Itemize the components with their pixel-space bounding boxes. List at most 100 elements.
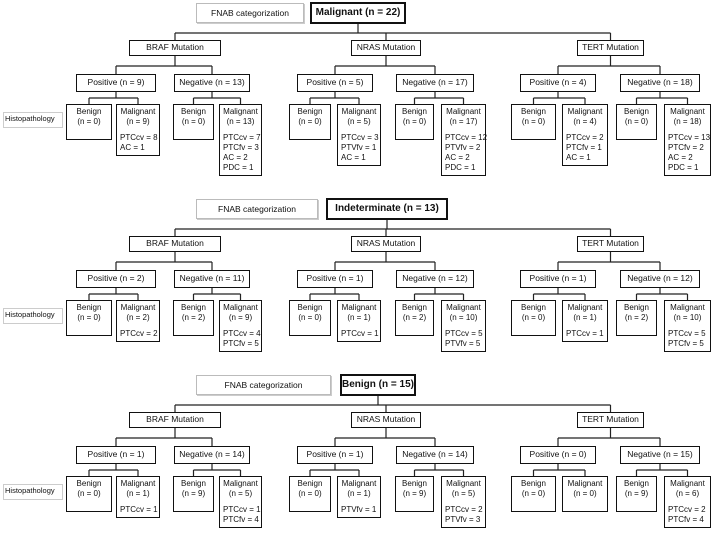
outcome-header-line: (n = 1) [347,489,371,498]
benign-outcome-box: Benign(n = 2) [616,300,657,336]
histotype-count: PTCcv = 8 [120,133,158,142]
outcome-header-line: Benign [181,107,206,116]
positive-group-box: Positive (n = 5) [297,74,373,92]
histopathology-label-frame [3,308,63,324]
outcome-header-line: Malignant [120,303,156,312]
fnab-result-box: Benign (n = 15) [340,374,416,396]
outcome-header-line: Malignant [341,479,377,488]
histopathology-label-frame [3,484,63,500]
outcome-header-line: Malignant [223,303,258,312]
benign-outcome-box: Benign(n = 0) [66,476,112,512]
histotype-count: PTCcv = 1 [341,329,379,338]
histotype-count: PTCcv = 12 [445,133,488,142]
outcome-header-line: Benign [297,303,323,312]
negative-group-box: Negative (n = 18) [620,74,700,92]
fnab-categorization-label: FNAB categorization [196,3,304,23]
positive-group-box: Positive (n = 4) [520,74,596,92]
outcome-header-line: Benign [521,303,546,312]
histotype-count: PTCcv = 4 [223,329,261,338]
mutation-box-braf: BRAF Mutation [129,40,221,56]
outcome-header-line: (n = 0) [298,489,322,498]
outcome-header-line: Benign [624,303,649,312]
outcome-header-line: (n = 17) [449,117,478,126]
outcome-header-line: Malignant [670,303,705,312]
outcome-header-line: Benign [181,479,206,488]
benign-outcome-box: Benign(n = 0) [511,104,556,140]
histotype-count: PTCcv = 2 [445,505,483,514]
positive-group-box: Positive (n = 1) [76,446,156,464]
outcome-header-line: Malignant [446,107,481,116]
histotype-count: PTCcv = 5 [668,329,706,338]
outcome-header-line: Benign [76,303,102,312]
outcome-header-line: Malignant [341,303,377,312]
benign-outcome-box: Benign(n = 2) [173,300,214,336]
mutation-box-nras: NRAS Mutation [351,412,421,428]
negative-group-box: Negative (n = 11) [174,270,250,288]
benign-outcome-box: Benign(n = 0) [289,104,331,140]
histotype-count: PTCfv = 5 [223,339,259,348]
histotype-count: PTCcv = 5 [445,329,483,338]
histotype-count: AC = 1 [120,143,145,152]
histotype-count: PTVfv = 5 [445,339,481,348]
malignant-outcome-box: Malignant(n = 2)PTCcv = 2 [116,300,160,342]
outcome-header-line: Malignant [670,479,705,488]
histotype-count: PTCfv = 2 [668,143,704,152]
histotype-count: PTCcv = 7 [223,133,261,142]
positive-group-box: Positive (n = 1) [297,446,373,464]
malignant-outcome-box: Malignant(n = 1)PTCcv = 1 [562,300,608,342]
outcome-header-line: Malignant [567,479,603,488]
histotype-count: PTCfv = 4 [223,515,259,524]
positive-group-box: Positive (n = 9) [76,74,156,92]
benign-outcome-box: Benign(n = 0) [173,104,214,140]
outcome-header-line: (n = 0) [77,313,101,322]
benign-outcome-box: Benign(n = 9) [395,476,434,512]
histotype-count: PTCcv = 1 [566,329,604,338]
outcome-header-line: (n = 2) [181,313,206,322]
outcome-header-line: (n = 4) [573,117,597,126]
positive-group-box: Positive (n = 1) [297,270,373,288]
outcome-header-line: (n = 10) [673,313,702,322]
histotype-count: AC = 1 [566,153,591,162]
histopathology-label: Histopathology [5,310,55,319]
outcome-header-line: Malignant [567,303,603,312]
outcome-header-line: (n = 9) [181,489,206,498]
outcome-header-line: (n = 9) [228,313,253,322]
benign-outcome-box: Benign(n = 0) [66,300,112,336]
outcome-header-line: Benign [402,303,427,312]
outcome-header-line: Benign [76,107,102,116]
histotype-count: PTCcv = 2 [120,329,158,338]
outcome-header-line: Benign [402,107,427,116]
outcome-header-line: Benign [297,107,323,116]
histotype-count: PTVfv = 3 [445,515,481,524]
histotype-count: PTVfv = 1 [341,143,377,152]
outcome-header-line: Benign [181,303,206,312]
histotype-count: PTCfv = 1 [566,143,602,152]
outcome-header-line: Malignant [223,107,258,116]
mutation-box-tert: TERT Mutation [577,40,644,56]
histotype-count: PTVfv = 2 [445,143,481,152]
outcome-header-line: (n = 0) [521,489,546,498]
histotype-count: PTVfv = 1 [341,505,377,514]
negative-group-box: Negative (n = 12) [620,270,700,288]
mutation-box-tert: TERT Mutation [577,236,644,252]
outcome-header-line: Malignant [120,107,156,116]
outcome-header-line: Benign [624,107,649,116]
fnab-categorization-label: FNAB categorization [196,199,318,219]
positive-group-box: Positive (n = 2) [76,270,156,288]
outcome-header-line: (n = 10) [449,313,478,322]
fnab-result-box: Indeterminate (n = 13) [326,198,448,220]
malignant-outcome-box: Malignant(n = 1)PTCcv = 1 [116,476,160,518]
histotype-count: PTCcv = 13 [668,133,711,142]
outcome-header-line: (n = 0) [402,117,427,126]
outcome-header-line: Malignant [223,479,258,488]
outcome-header-line: (n = 6) [675,489,700,498]
outcome-header-line: Malignant [120,479,156,488]
histotype-count: AC = 2 [223,153,248,162]
benign-outcome-box: Benign(n = 0) [289,300,331,336]
outcome-header-line: (n = 0) [521,313,546,322]
